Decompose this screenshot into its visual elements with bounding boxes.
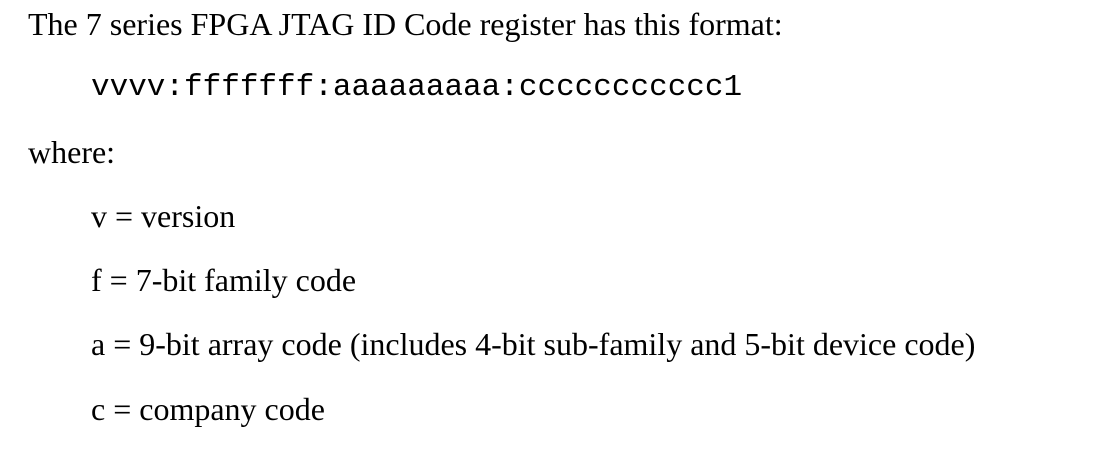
definition-family-code: f = 7-bit family code [91, 262, 357, 298]
id-code-format: vvvv:fffffff:aaaaaaaaa:ccccccccccc1 [91, 70, 743, 105]
definition-array-code: a = 9-bit array code (includes 4-bit sub… [91, 326, 976, 362]
intro-sentence: The 7 series FPGA JTAG ID Code register … [28, 6, 783, 42]
definition-version: v = version [91, 198, 236, 234]
where-label: where: [28, 134, 116, 170]
definition-company-code: c = company code [91, 391, 325, 427]
